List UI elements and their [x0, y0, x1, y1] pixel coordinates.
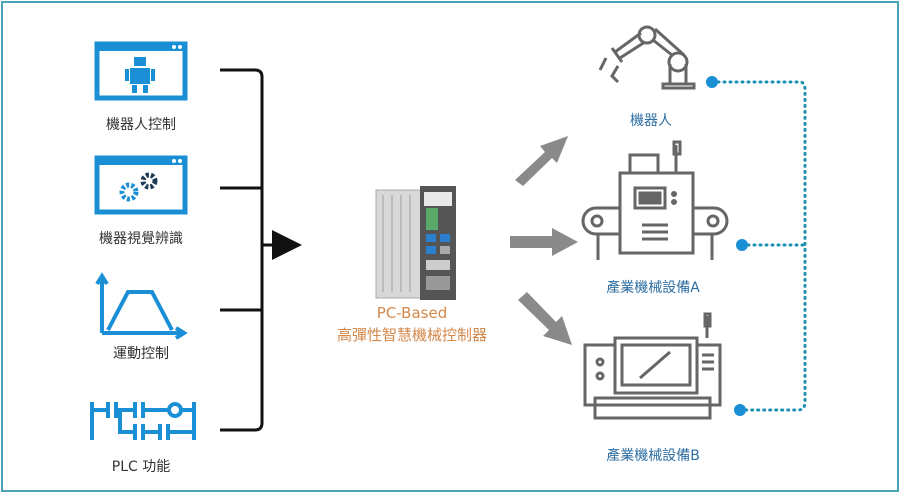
- motion-profile-icon: [95, 272, 188, 340]
- input-label: 運動控制: [113, 346, 169, 362]
- industrial-pc-icon: [375, 186, 456, 300]
- ladder-logic-icon: [90, 402, 196, 440]
- input-label: 機器視覺辨識: [99, 231, 183, 247]
- robot-window-icon: [94, 41, 188, 101]
- output-arrows: [510, 136, 578, 345]
- input-bracket: [220, 68, 302, 432]
- controller-line1: PC-Based: [376, 304, 448, 322]
- connection-node: [736, 239, 748, 251]
- connection-node: [706, 76, 718, 88]
- output-label: 產業機械設備B: [606, 448, 700, 464]
- robot-arm-icon: [598, 25, 696, 90]
- machine-tool-icon: [583, 312, 722, 420]
- network-connections: [710, 80, 807, 412]
- controller-line2: 高彈性智慧機械控制器: [336, 326, 488, 344]
- input-label: 機器人控制: [106, 117, 176, 133]
- conveyor-machine-icon: [581, 140, 729, 260]
- output-label: 產業機械設備A: [606, 280, 700, 296]
- connection-node: [734, 404, 746, 416]
- output-label: 機器人: [630, 113, 672, 129]
- input-label: PLC 功能: [111, 459, 171, 475]
- gears-window-icon: [94, 155, 188, 215]
